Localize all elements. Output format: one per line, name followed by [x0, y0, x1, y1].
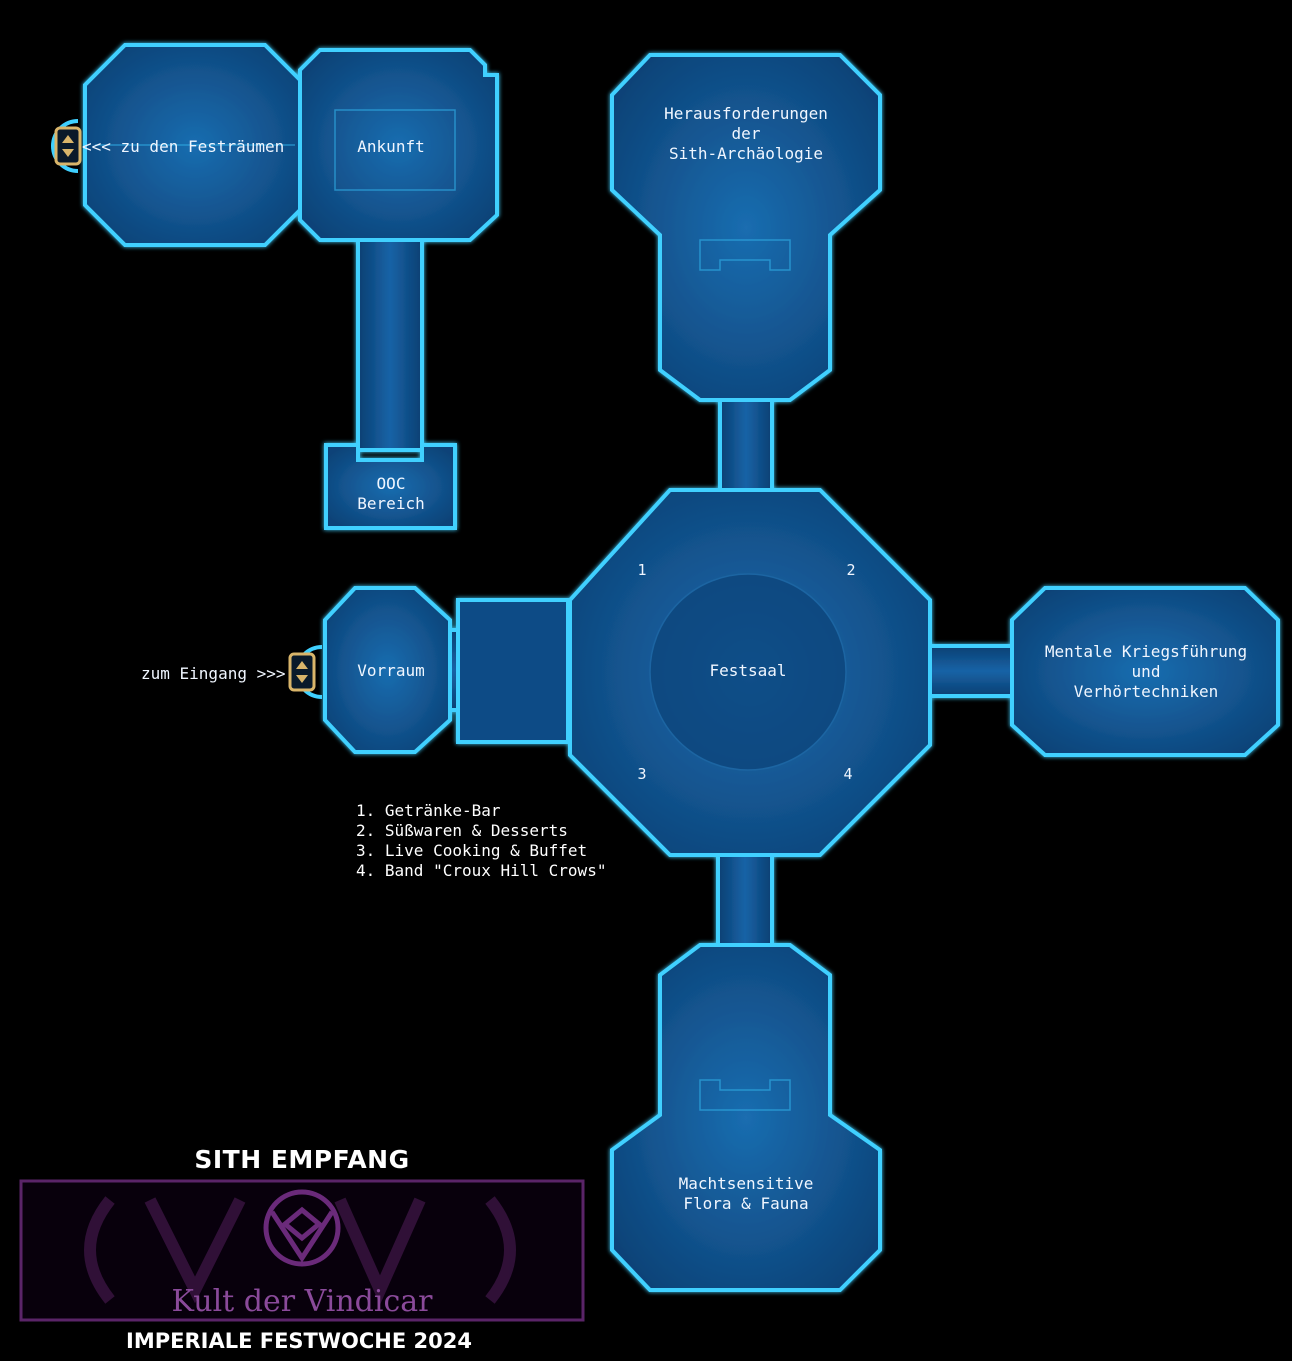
archaeology-label-line2: der	[732, 124, 761, 143]
room-anteroom-annex	[456, 598, 570, 744]
hall-marker-2: 2	[846, 561, 855, 579]
hall-floor-ring	[649, 573, 847, 771]
legend-item: 1. Getränke-Bar	[356, 801, 501, 820]
archaeology-label-line1: Herausforderungen	[664, 104, 828, 123]
vindicar-emblem-icon	[263, 1189, 341, 1267]
corridor-hall-south	[716, 848, 774, 952]
warfare-label-line1: Mentale Kriegsführung	[1045, 642, 1247, 661]
legend-item: 2. Süßwaren & Desserts	[356, 821, 568, 840]
logo-emblem-icon	[84, 1196, 516, 1305]
door-icon[interactable]	[51, 119, 82, 173]
hall-marker-3: 3	[637, 765, 646, 783]
room-arrival[interactable]	[298, 48, 499, 242]
flora-label-line1: Machtsensitive	[679, 1174, 814, 1193]
arrival-floor-pattern	[334, 109, 456, 191]
exit-room-label: <<< zu den Festräumen	[82, 137, 284, 156]
ooc-label-line1: OOC	[377, 474, 406, 493]
footer-title: IMPERIALE FESTWOCHE 2024	[126, 1329, 472, 1353]
archaeology-label-line3: Sith-Archäologie	[669, 144, 823, 163]
room-archaeology[interactable]	[610, 53, 882, 402]
room-ooc[interactable]	[324, 443, 457, 530]
logo-text: Kult der Vindicar	[172, 1284, 434, 1319]
flora-label-line2: Flora & Fauna	[683, 1194, 808, 1213]
room-anteroom[interactable]	[323, 586, 452, 754]
archaeology-floor-pattern	[699, 239, 791, 271]
arrival-label: Ankunft	[357, 137, 424, 156]
hall-marker-4: 4	[843, 765, 852, 783]
ooc-label-line2: Bereich	[357, 494, 424, 513]
corridor-arrival-ooc	[356, 238, 424, 452]
anteroom-label: Vorraum	[357, 661, 424, 680]
logo-banner: Kult der Vindicar	[19, 1179, 585, 1322]
corridor-hall-east	[923, 644, 1022, 698]
room-flora[interactable]	[610, 943, 882, 1292]
warfare-label-line3: Verhörtechniken	[1074, 682, 1219, 701]
room-warfare[interactable]	[1010, 586, 1280, 757]
warfare-label-line2: und	[1132, 662, 1161, 681]
legend-item: 3. Live Cooking & Buffet	[356, 841, 587, 860]
hall-label: Festsaal	[709, 661, 786, 680]
door-icon[interactable]	[288, 645, 323, 699]
legend-item: 4. Band "Croux Hill Crows"	[356, 861, 606, 880]
map-title: SITH EMPFANG	[194, 1145, 409, 1174]
entrance-label: zum Eingang >>>	[141, 664, 286, 683]
hall-marker-1: 1	[637, 561, 646, 579]
flora-floor-pattern	[699, 1079, 791, 1111]
